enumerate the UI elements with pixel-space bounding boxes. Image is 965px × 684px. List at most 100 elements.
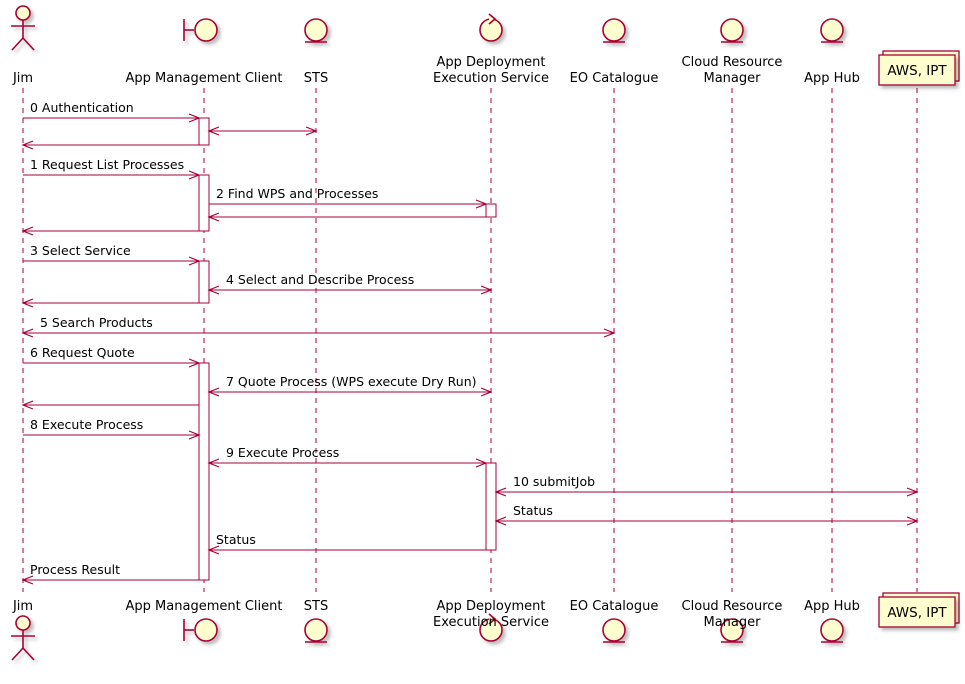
message-13 — [21, 400, 199, 410]
collections-icon — [878, 54, 956, 86]
arrow-head — [207, 545, 220, 555]
arrow-head — [475, 199, 488, 209]
messages: 0 Authentication 1 Request List Processes… — [21, 100, 919, 585]
message-label: 3 Select Service — [30, 243, 131, 258]
message-6 — [21, 226, 199, 236]
message-label: 2 Find WPS and Processes — [216, 186, 378, 201]
collections-icon — [878, 596, 956, 628]
activation-bar — [198, 117, 210, 146]
arrow-head — [188, 358, 201, 368]
participant-name: Cloud Resource — [682, 55, 783, 70]
activation-bar — [198, 260, 210, 304]
activation-bars — [198, 117, 497, 581]
message-14: 8 Execute Process — [23, 417, 201, 440]
message-17: Status — [494, 503, 919, 526]
message-label: 0 Authentication — [30, 100, 134, 115]
participant-jim-bottom: Jim — [11, 599, 35, 661]
arrow-head — [207, 212, 220, 222]
arrow-head — [21, 575, 34, 585]
entity-icon — [602, 618, 626, 643]
arrow-head — [480, 285, 493, 295]
arrow-head — [188, 113, 201, 123]
arrow-head — [494, 516, 507, 526]
entity-icon — [602, 18, 626, 43]
participant-amc-bottom: App Management Client — [126, 599, 283, 642]
participant-name: Jim — [12, 71, 33, 86]
entity-icon — [304, 618, 328, 643]
message-11: 6 Request Quote — [23, 345, 201, 368]
participant-name: Execution Service — [433, 615, 549, 630]
message-2 — [21, 140, 199, 150]
participant-name: App Management Client — [126, 71, 283, 86]
participant-name: App Management Client — [126, 599, 283, 614]
entity-icon — [304, 18, 328, 43]
participant-eoc-top: EO Catalogue — [570, 18, 658, 86]
arrow-head — [21, 328, 34, 338]
actor-icon — [11, 615, 35, 661]
participants-bottom: Jim App Management Client STS App Deploymen… — [11, 592, 960, 661]
activation-bar — [198, 174, 210, 232]
message-label: 1 Request List Processes — [30, 157, 184, 172]
message-9 — [21, 298, 199, 308]
participant-amc-top: App Management Client — [126, 18, 283, 86]
message-10: 5 Search Products — [21, 315, 616, 338]
arrow-head — [188, 430, 201, 440]
actor-icon — [11, 5, 35, 51]
participant-name: Manager — [704, 71, 762, 86]
participant-name: Jim — [12, 599, 33, 614]
message-5 — [207, 212, 486, 222]
arrow-head — [21, 400, 34, 410]
participant-name: AWS, IPT — [887, 63, 947, 79]
participant-name: Manager — [704, 615, 762, 630]
entity-icon — [720, 618, 744, 643]
participant-name: EO Catalogue — [570, 599, 659, 614]
participant-name: STS — [304, 599, 328, 614]
boundary-icon — [183, 618, 218, 642]
message-18: Status — [207, 532, 486, 555]
participant-name: App Hub — [804, 599, 860, 614]
participant-jim-top: Jim — [11, 5, 35, 86]
participant-eoc-bottom: EO Catalogue — [570, 599, 659, 643]
participant-name: App Deployment — [436, 599, 545, 614]
message-label: 5 Search Products — [40, 315, 153, 330]
message-0: 0 Authentication — [23, 100, 201, 123]
arrow-head — [207, 126, 220, 136]
entity-icon — [820, 618, 844, 643]
entity-icon — [720, 18, 744, 43]
arrow-head — [494, 487, 507, 497]
participant-hub-top: App Hub — [804, 18, 860, 86]
message-label: 10 submitJob — [513, 474, 595, 489]
participant-name: STS — [304, 71, 328, 86]
message-15: 9 Execute Process — [207, 445, 488, 468]
arrow-head — [207, 285, 220, 295]
message-label: 9 Execute Process — [226, 445, 339, 460]
participant-name: App Hub — [804, 71, 860, 86]
arrow-head — [188, 170, 201, 180]
arrow-head — [480, 387, 493, 397]
participant-name: Cloud Resource — [682, 599, 783, 614]
arrow-head — [906, 516, 919, 526]
message-7: 3 Select Service — [23, 243, 201, 266]
message-label: 8 Execute Process — [30, 417, 143, 432]
participant-sts-top: STS — [304, 18, 328, 86]
message-16: 10 submitJob — [494, 474, 919, 497]
entity-icon — [820, 18, 844, 43]
message-label: 6 Request Quote — [30, 345, 135, 360]
arrow-head — [21, 140, 34, 150]
control-icon — [479, 613, 503, 642]
arrow-head — [188, 256, 201, 266]
participant-hub-bottom: App Hub — [804, 599, 860, 643]
participant-aws-bottom: AWS, IPT — [878, 592, 960, 628]
lifelines — [22, 88, 918, 592]
message-label: Status — [216, 532, 256, 547]
activation-bar — [485, 462, 497, 551]
boundary-icon — [183, 18, 218, 42]
arrow-head — [207, 458, 220, 468]
arrow-head — [207, 387, 220, 397]
message-label: 7 Quote Process (WPS execute Dry Run) — [226, 374, 477, 389]
